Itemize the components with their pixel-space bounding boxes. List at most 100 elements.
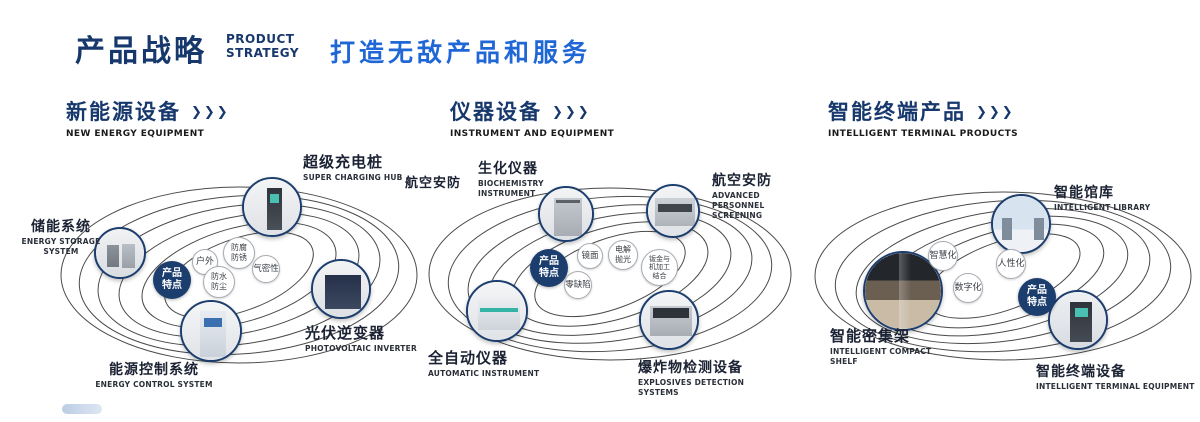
product-name-zh: 超级充电桩 — [303, 153, 384, 171]
feature-text: 镜面 — [581, 250, 599, 261]
section-title: 新能源设备 — [66, 100, 181, 124]
product-name-en: INTELLIGENT LIBRARY — [1054, 203, 1151, 212]
photovoltaic-inverter-photo — [313, 261, 369, 317]
explosives-detection-circle — [639, 290, 699, 350]
section-title-en: NEW ENERGY EQUIPMENT — [66, 129, 205, 139]
product-name-en: INTELLIGENT COMPACT SHELF — [830, 347, 932, 366]
energy-control-label: 能源控制系统 ENERGY CONTROL SYSTEM — [88, 359, 220, 390]
section-header-intelligent-terminals: 智能终端产品 ❯❯❯ INTELLIGENT TERMINAL PRODUCTS — [828, 96, 1018, 139]
energy-storage-circle — [94, 227, 146, 279]
feature-text: 智慧化 — [929, 250, 957, 261]
product-name-zh: 智能终端设备 — [1036, 364, 1126, 380]
triple-arrow-icon: ❯❯❯ — [552, 104, 591, 120]
intelligent-compact-shelf-circle — [863, 251, 943, 331]
product-name-en: INTELLIGENT TERMINAL EQUIPMENT — [1036, 382, 1195, 391]
biochemistry-instrument-photo — [540, 188, 592, 240]
feature-bubble: 钣金与机加工结合 — [641, 249, 678, 286]
explosives-detection-label: 爆炸物检测设备 EXPLOSIVES DETECTION SYSTEMS — [638, 357, 778, 398]
feature-bubble: 数字化 — [953, 273, 983, 303]
feature-bubble: 智慧化 — [928, 241, 958, 271]
product-name-en: ADVANCED PERSONNEL SCREENING — [712, 191, 765, 220]
photovoltaic-inverter-label: 光伏逆变器 PHOTOVOLTAIC INVERTER — [305, 322, 417, 354]
orbit-rings — [428, 187, 792, 361]
intelligent-library-circle — [991, 194, 1051, 254]
feature-text: 防腐防锈 — [231, 243, 247, 262]
intelligent-compact-shelf-photo — [865, 253, 941, 329]
feature-center-label: 产品特点 — [162, 267, 182, 292]
section-title-en: INSTRUMENT AND EQUIPMENT — [450, 129, 615, 139]
energy-storage-label: 储能系统 ENERGY STORAGE SYSTEM — [18, 216, 104, 257]
page-title-en-line1: PRODUCT — [226, 32, 295, 46]
feature-center-label: 产品特点 — [539, 255, 559, 280]
product-name-zh: 生化仪器 — [478, 161, 538, 177]
product-name-en: EXPLOSIVES DETECTION SYSTEMS — [638, 378, 745, 397]
orbit-rings — [60, 186, 418, 364]
feature-text: 人性化 — [997, 258, 1025, 269]
energy-control-circle — [180, 300, 242, 362]
feature-center-badge: 产品特点 — [153, 261, 191, 299]
triple-arrow-icon: ❯❯❯ — [976, 104, 1015, 120]
feature-bubble: 人性化 — [996, 249, 1026, 279]
intelligent-terminal-photo — [1050, 292, 1106, 348]
feature-bubble: 气密性 — [252, 255, 280, 283]
feature-text: 钣金与机加工结合 — [649, 254, 670, 280]
product-name-zh: 光伏逆变器 — [305, 324, 386, 342]
explosives-detection-photo — [641, 292, 697, 348]
automatic-instrument-label: 全自动仪器 AUTOMATIC INSTRUMENT — [428, 347, 548, 379]
product-name-en: PHOTOVOLTAIC INVERTER — [305, 344, 417, 353]
intelligent-library-label: 智能馆库 INTELLIGENT LIBRARY — [1054, 182, 1174, 213]
feature-center-badge: 产品特点 — [1018, 278, 1056, 316]
side-label-text: 航空安防 — [405, 176, 462, 191]
product-name-en: ENERGY STORAGE SYSTEM — [21, 237, 101, 256]
page-title-en-line2: STRATEGY — [226, 45, 300, 60]
super-charging-hub-label: 超级充电桩 SUPER CHARGING HUB — [303, 151, 415, 183]
energy-storage-photo — [96, 229, 144, 277]
energy-control-photo — [182, 302, 240, 360]
product-name-zh: 爆炸物检测设备 — [638, 360, 743, 376]
page-title: 产品战略 — [75, 34, 207, 69]
product-name-zh: 储能系统 — [31, 219, 91, 235]
footer-logo-mark — [62, 404, 102, 414]
feature-text: 电解抛光 — [615, 245, 631, 264]
product-name-zh: 全自动仪器 — [428, 349, 509, 367]
photovoltaic-inverter-circle — [311, 259, 371, 319]
feature-bubble: 镜面 — [577, 243, 603, 269]
intelligent-terminal-circle — [1048, 290, 1108, 350]
section-header-instruments: 仪器设备 ❯❯❯ INSTRUMENT AND EQUIPMENT — [450, 96, 614, 139]
feature-text: 零缺陷 — [565, 279, 591, 290]
product-name-zh: 能源控制系统 — [109, 362, 199, 378]
section-title: 仪器设备 — [450, 100, 542, 124]
triple-arrow-icon: ❯❯❯ — [191, 104, 230, 120]
feature-bubble: 零缺陷 — [564, 271, 592, 299]
product-name-zh: 智能馆库 — [1054, 185, 1114, 201]
super-charging-hub-photo — [244, 179, 300, 235]
super-charging-hub-circle — [242, 177, 302, 237]
personnel-screening-photo — [648, 186, 698, 236]
biochemistry-instrument-circle — [538, 186, 594, 242]
section-header-new-energy: 新能源设备 ❯❯❯ NEW ENERGY EQUIPMENT — [66, 96, 230, 139]
intelligent-compact-shelf-label: 智能密集架 INTELLIGENT COMPACT SHELF — [830, 325, 938, 367]
product-name-en: AUTOMATIC INSTRUMENT — [428, 369, 540, 378]
product-name-en: BIOCHEMISTRY INSTRUMENT — [478, 179, 544, 198]
product-name-en: SUPER CHARGING HUB — [303, 173, 403, 182]
personnel-screening-label: 航空安防 ADVANCED PERSONNEL SCREENING — [712, 170, 812, 220]
product-name-zh: 智能密集架 — [830, 327, 911, 345]
feature-text: 数字化 — [954, 282, 982, 293]
page-title-en: PRODUCT STRATEGY — [226, 32, 300, 61]
feature-bubble: 防腐防锈 — [223, 237, 255, 269]
feature-text: 气密性 — [253, 263, 279, 274]
section-title-row: 智能终端产品 ❯❯❯ — [828, 96, 1018, 126]
biochemistry-instrument-label: 生化仪器 BIOCHEMISTRY INSTRUMENT — [478, 158, 570, 199]
aviation-security-side-label: 航空安防 — [405, 172, 461, 191]
feature-bubble: 电解抛光 — [608, 240, 638, 270]
section-title: 智能终端产品 — [828, 100, 966, 124]
feature-center-label: 产品特点 — [1027, 284, 1047, 309]
feature-center-badge: 产品特点 — [530, 249, 568, 287]
automatic-instrument-photo — [468, 282, 526, 340]
automatic-instrument-circle — [466, 280, 528, 342]
product-name-zh: 航空安防 — [712, 173, 772, 189]
